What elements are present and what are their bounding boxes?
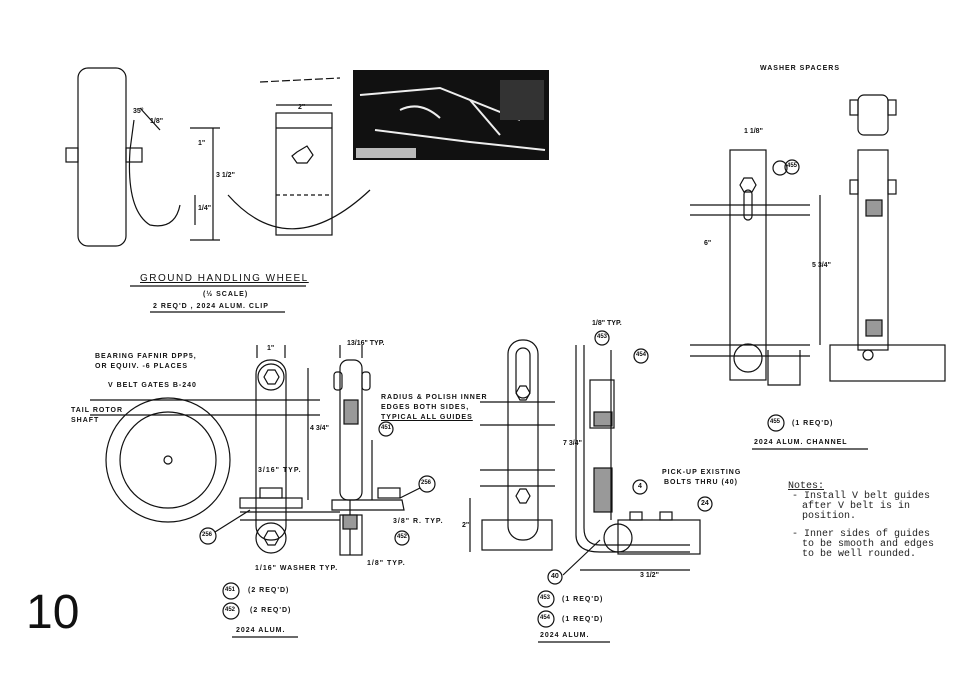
dim-3-half: 3 1/2": [216, 172, 235, 179]
dim-eighth: 1/8": [150, 118, 164, 125]
radius-callout-1: RADIUS & POLISH INNER: [381, 394, 488, 401]
balloon-451: 451: [381, 425, 392, 431]
bearing-callout-2: OR EQUIV. -6 PLACES: [95, 363, 189, 370]
balloon-40: 40: [551, 573, 559, 580]
dim-one-inch: 1": [267, 345, 275, 352]
ground-wheel-scale: (½ SCALE): [203, 291, 249, 298]
part-454-number: 454: [540, 615, 551, 621]
dim-2: 2": [462, 522, 470, 529]
page-number: 10: [26, 586, 80, 639]
part-452-qty: (2 REQ'D): [250, 607, 292, 614]
dim-2in: 2": [298, 104, 306, 111]
balloon-452: 452: [397, 534, 408, 540]
channel-455-views: [690, 94, 946, 386]
dim-quarter: 1/4": [198, 205, 212, 212]
radius-typ-callout: 3/8" R. TYP.: [393, 518, 444, 525]
dim-angle: 35°: [133, 108, 144, 115]
part-451-qty: (2 REQ'D): [248, 587, 290, 594]
balloon-4: 4: [638, 483, 642, 490]
part-453-454-material: 2024 ALUM.: [540, 632, 590, 639]
balloon-455: 455: [787, 163, 798, 169]
washer-typ-callout: 1/16" WASHER TYP.: [255, 565, 339, 572]
note-2-line-3: to be well rounded.: [802, 549, 917, 560]
notes-heading: Notes:: [788, 481, 825, 492]
dim-3-1-2: 3 1/2": [640, 572, 659, 579]
tail-rotor-callout-2: SHAFT: [71, 417, 100, 424]
note-1-line-3: position.: [802, 511, 857, 522]
part-453-number: 453: [540, 595, 551, 601]
part-455-qty: (1 REQ'D): [792, 420, 834, 427]
balloon-453: 453: [597, 334, 608, 340]
balloon-256-left: 256: [202, 532, 213, 538]
part-451-number: 451: [225, 587, 236, 593]
ground-wheel-spec: 2 REQ'D , 2024 ALUM. CLIP: [153, 303, 269, 310]
guide-452-side-view: [331, 345, 405, 556]
part-453-qty: (1 REQ'D): [562, 596, 604, 603]
eighth-typ-callout: 1/8" TYP.: [367, 560, 406, 567]
balloon-24: 24: [701, 500, 709, 507]
dim-eighth-top: 1/8" TYP.: [592, 320, 622, 327]
guide-451-front-view: [90, 345, 340, 554]
bearing-callout-1: BEARING FAFNIR DPP5,: [95, 353, 197, 360]
vbelt-callout: V BELT GATES B-240: [108, 382, 197, 389]
ground-wheel-side-view: [65, 67, 220, 247]
sixteenth-typ-callout: 3/16" TYP.: [258, 467, 302, 474]
ground-wheel-title: GROUND HANDLING WHEEL: [140, 273, 309, 284]
notes-block: Notes: - Install V belt guides after V b…: [788, 482, 934, 560]
dim-7-3-4: 7 3/4": [563, 440, 582, 447]
balloon-454: 454: [636, 352, 647, 358]
part-451-452-material: 2024 ALUM.: [236, 627, 286, 634]
note-2-line-1: - Inner sides of guides: [792, 529, 931, 540]
dim-13-16: 13/16" TYP.: [347, 340, 385, 347]
radius-callout-2: EDGES BOTH SIDES,: [381, 404, 470, 411]
part-455-number: 455: [770, 419, 781, 425]
dim-4-3-4: 4 3/4": [310, 425, 329, 432]
washer-spacers-label: WASHER SPACERS: [760, 65, 840, 72]
ground-wheel-clip-view: [227, 77, 371, 236]
note-1-line-1: - Install V belt guides: [792, 491, 931, 502]
tail-rotor-callout-1: TAIL ROTOR: [71, 407, 123, 414]
dim-1in: 1": [198, 140, 206, 147]
radius-callout-3: TYPICAL ALL GUIDES: [381, 414, 473, 421]
guide-453-front-view: [469, 339, 555, 552]
note-1-line-2: after V belt is in: [802, 501, 911, 512]
part-455-material: 2024 ALUM. CHANNEL: [754, 439, 848, 446]
note-2-line-2: to be smooth and edges: [802, 539, 935, 550]
dim-6: 6": [704, 240, 712, 247]
dim-1-1-8: 1 1/8": [744, 128, 763, 135]
pickup-callout-2: BOLTS THRU (40): [664, 479, 738, 486]
dim-5-3-4: 5 3/4": [812, 262, 831, 269]
part-balloons: [199, 159, 800, 628]
balloon-256-right: 256: [421, 480, 432, 486]
pickup-callout-1: PICK-UP EXISTING: [662, 469, 742, 476]
part-452-number: 452: [225, 607, 236, 613]
guide-454-side-view: [575, 345, 701, 571]
part-454-qty: (1 REQ'D): [562, 616, 604, 623]
installation-photo: [353, 70, 549, 160]
